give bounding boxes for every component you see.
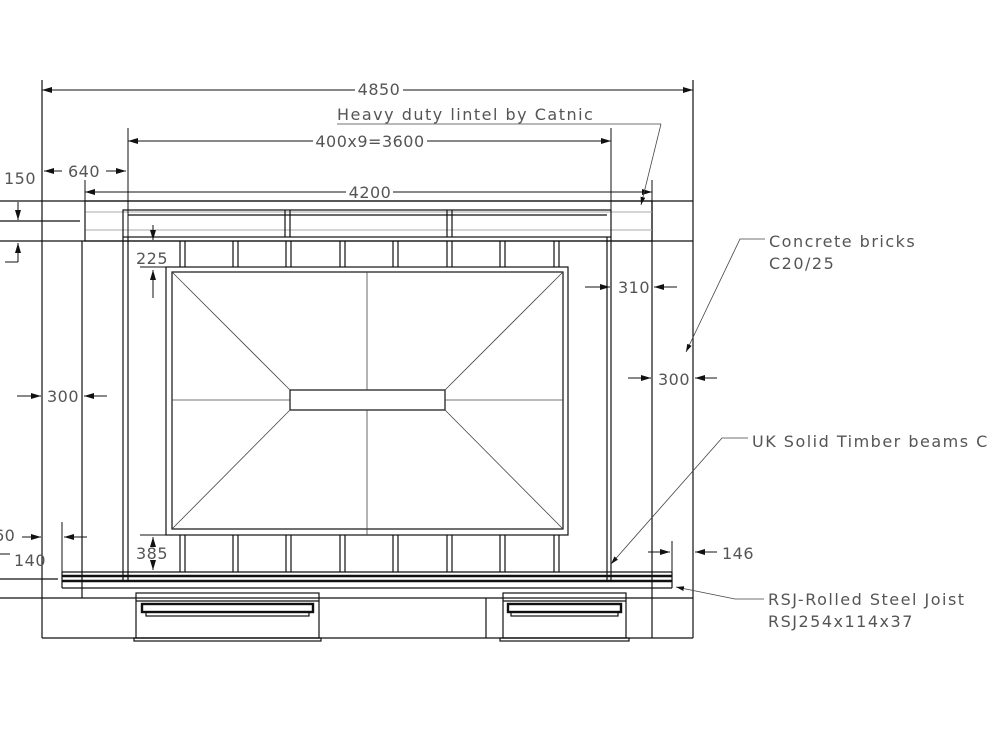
dim-bottom-gap: 385 bbox=[136, 544, 168, 563]
dim-left-pier: 300 bbox=[47, 387, 79, 406]
dim-top-gap: 225 bbox=[136, 249, 168, 268]
label-timber-beams: UK Solid Timber beams C bbox=[752, 432, 989, 451]
dim-lintel-width: 4200 bbox=[349, 183, 392, 202]
annotation-leaders bbox=[337, 123, 765, 600]
lintel bbox=[84, 200, 653, 242]
dim-right-gap: 310 bbox=[618, 278, 650, 297]
dim-left-offset: 640 bbox=[68, 162, 100, 181]
rsj-beam bbox=[0, 571, 673, 589]
roof-lantern bbox=[165, 266, 569, 536]
dim-left-bottom-b: 140 bbox=[14, 551, 46, 570]
dim-overall-width: 4850 bbox=[358, 80, 401, 99]
label-rsj: RSJ-Rolled Steel Joist bbox=[768, 590, 966, 609]
dim-lintel-height: 150 bbox=[4, 169, 36, 188]
dim-joist-spacing: 400x9=3600 bbox=[315, 132, 424, 151]
window-right bbox=[499, 592, 630, 642]
label-concrete-bricks: Concrete bricks bbox=[769, 232, 916, 251]
dim-right-pier: 300 bbox=[658, 370, 690, 389]
dim-left-bottom-a: 60 bbox=[0, 526, 15, 545]
label-lintel: Heavy duty lintel by Catnic bbox=[337, 105, 594, 124]
dim-right-bottom: 146 bbox=[722, 544, 754, 563]
label-rsj-size: RSJ254x114x37 bbox=[768, 612, 914, 631]
window-left bbox=[133, 592, 322, 642]
dimension-lines bbox=[0, 87, 717, 572]
label-concrete-grade: C20/25 bbox=[769, 254, 835, 273]
